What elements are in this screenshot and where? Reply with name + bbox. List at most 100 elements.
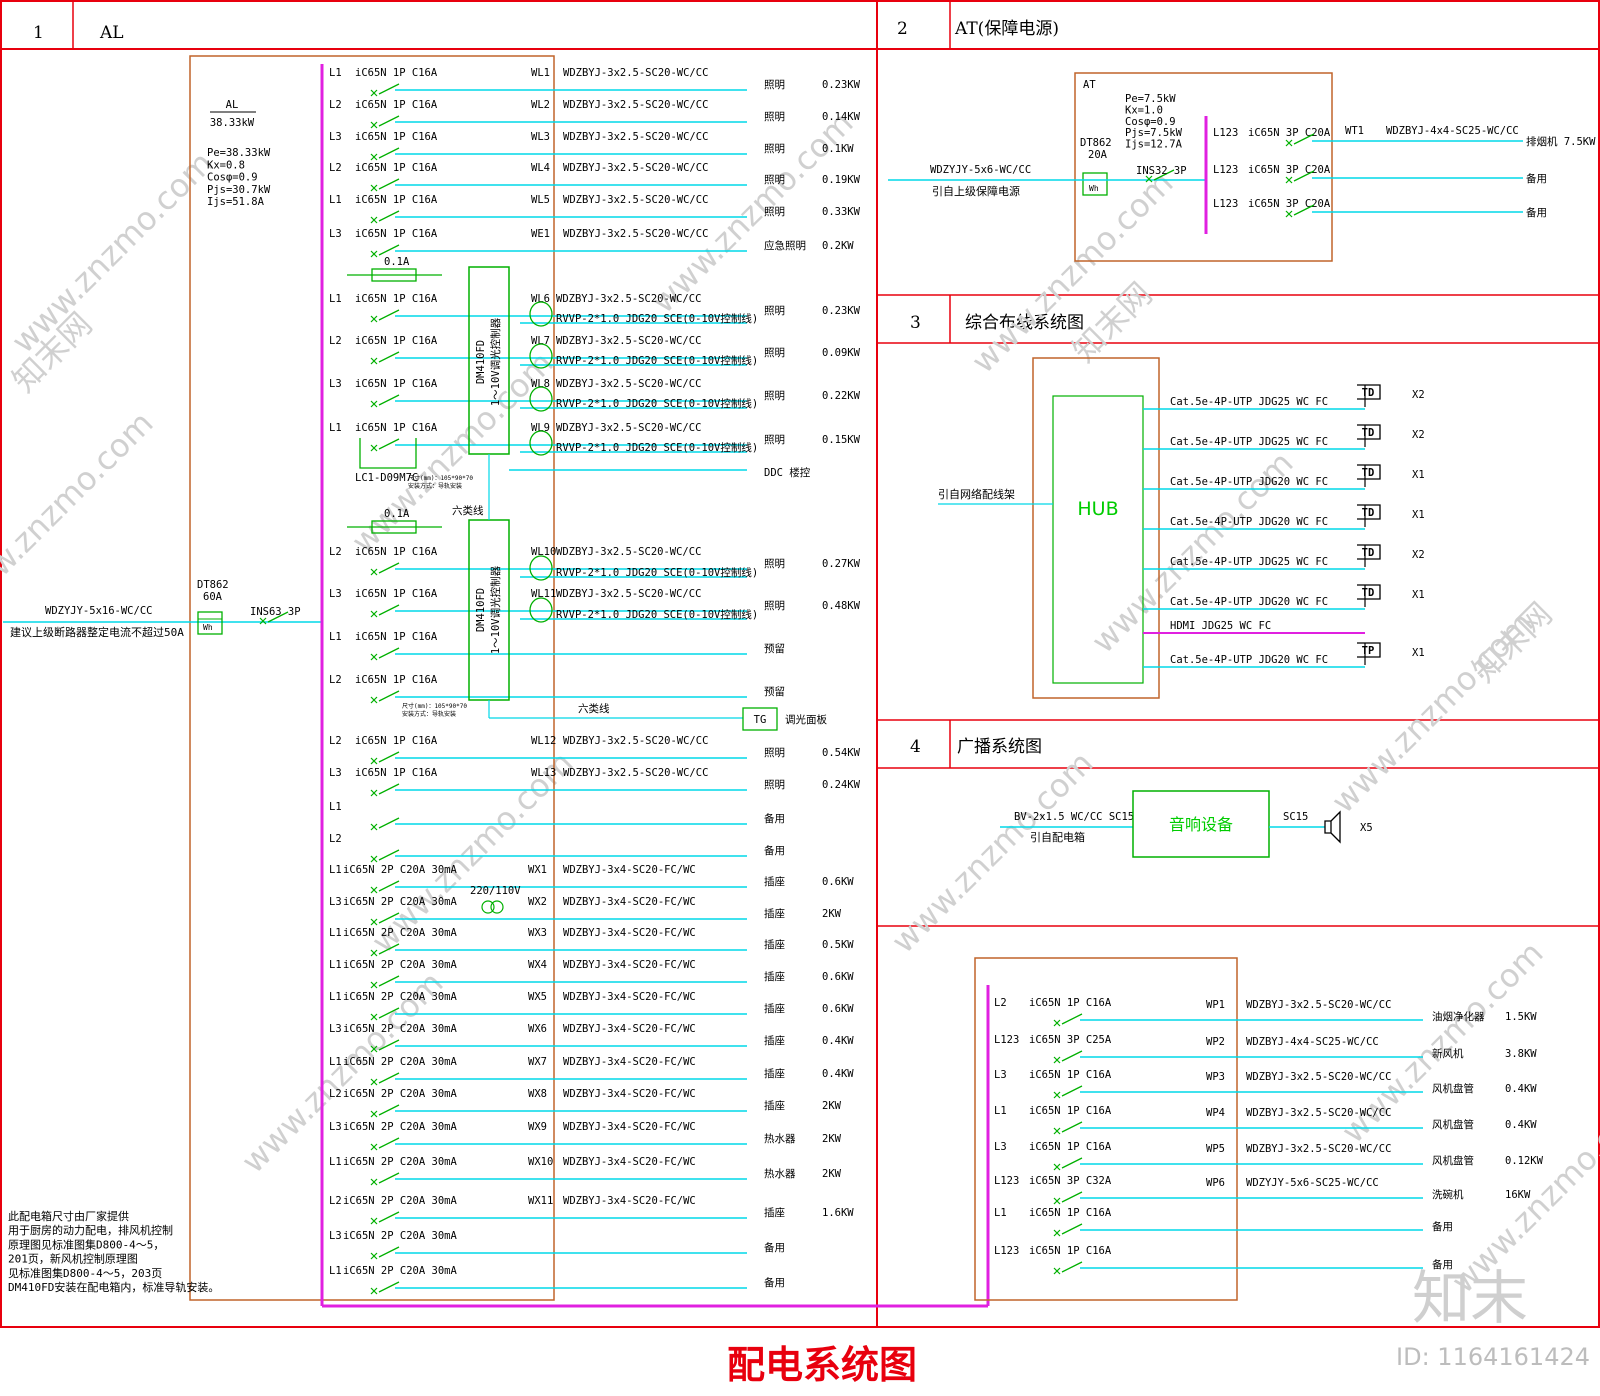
panel-name: 广播系统图 bbox=[957, 737, 1042, 757]
switch-blade bbox=[1061, 1050, 1083, 1062]
breaker-switch-icon bbox=[370, 1246, 400, 1260]
circuit-phase: L2 bbox=[329, 1195, 342, 1207]
circuit-phase: L123 bbox=[1213, 127, 1238, 139]
switch-cross bbox=[370, 1013, 378, 1021]
breaker-switch-icon bbox=[370, 147, 400, 161]
outlet-cable-label: Cat.5e-4P-UTP JDG20 WC FC bbox=[1170, 654, 1328, 666]
dimmer-install: 安装方式：导轨安装 bbox=[408, 482, 462, 490]
circuit-breaker: iC65N 2P C20A 30mA bbox=[343, 1265, 457, 1277]
breaker-switch-icon bbox=[1053, 1261, 1083, 1275]
network-source: 引自网络配线架 bbox=[938, 487, 1015, 501]
breaker-switch-icon bbox=[370, 975, 400, 989]
circuit-use: 插座 bbox=[764, 970, 785, 983]
switch-cross bbox=[1053, 1197, 1061, 1205]
outlet-type: TD bbox=[1362, 507, 1375, 519]
cat6-label: 六类线 bbox=[578, 702, 610, 715]
outlet-cable-label: Cat.5e-4P-UTP JDG25 WC FC bbox=[1170, 396, 1328, 408]
circuit-id: WP2 bbox=[1206, 1036, 1225, 1048]
circuit-use: 照明 bbox=[764, 600, 785, 612]
broadcast-source: 引自配电箱 bbox=[1030, 830, 1085, 844]
circuit-phase: L123 bbox=[994, 1245, 1019, 1257]
outlet-qty: X2 bbox=[1412, 389, 1425, 401]
circuit-use: 油烟净化器 bbox=[1432, 1010, 1485, 1023]
circuit-breaker: iC65N 2P C20A 30mA bbox=[343, 1121, 457, 1133]
speaker-icon bbox=[1324, 810, 1341, 844]
circuit-load: 2KW bbox=[822, 1168, 842, 1180]
circuit-id: WL3 bbox=[531, 131, 550, 143]
al-box-load: 38.33kW bbox=[210, 117, 255, 129]
al-meter-model: DT862 bbox=[197, 579, 229, 591]
circuit-breaker: iC65N 2P C20A 30mA bbox=[343, 1023, 457, 1035]
circuit-breaker: iC65N 3P C20A bbox=[1248, 198, 1331, 210]
circuit-cable: WDZBYJ-3x2.5-SC20-WC/CC bbox=[563, 67, 708, 79]
circuit-phase: L1 bbox=[329, 631, 342, 643]
circuit-phase: L2 bbox=[994, 997, 1007, 1009]
switch-blade bbox=[378, 1281, 400, 1293]
circuit-load: 0.4KW bbox=[1505, 1083, 1537, 1095]
circuit-breaker: iC65N 2P C20A 30mA bbox=[343, 1230, 457, 1242]
circuit-cable: WDZBYJ-3x4-SC20-FC/WC bbox=[563, 927, 696, 939]
circuit-cable: WDZBYJ-3x2.5-SC20-WC/CC bbox=[556, 588, 701, 600]
breaker-switch-icon bbox=[370, 943, 400, 957]
circuit-load: 0.23KW bbox=[822, 305, 861, 317]
al-note: DM410FD安装在配电箱内，标准导轨安装。 bbox=[8, 1280, 219, 1294]
switch-cross bbox=[1285, 210, 1293, 218]
outlet-qty: X2 bbox=[1412, 429, 1425, 441]
breaker-switch-icon bbox=[370, 880, 400, 894]
at-param: Kx=1.0 bbox=[1125, 104, 1163, 116]
circuit-phase: L1 bbox=[329, 67, 342, 79]
circuit-cable: WDZBYJ-3x2.5-SC20-WC/CC bbox=[1246, 1143, 1391, 1155]
breaker-switch-icon bbox=[370, 115, 400, 129]
circuit-breaker: iC65N 2P C20A 30mA bbox=[343, 1195, 457, 1207]
circuit-phase: L1 bbox=[329, 864, 342, 876]
breaker-switch-icon bbox=[370, 1137, 400, 1151]
outlet-icon bbox=[1357, 384, 1381, 400]
switch-blade bbox=[378, 690, 400, 702]
circuit-id: WL7 bbox=[531, 335, 550, 347]
breaker-switch-icon bbox=[1053, 1050, 1083, 1064]
circuit-use: 照明 bbox=[764, 143, 785, 155]
switch-cross bbox=[370, 184, 378, 192]
circuit-load: 0.4KW bbox=[822, 1068, 854, 1080]
switch-blade bbox=[378, 943, 400, 955]
tg-desc: 调光面板 bbox=[785, 713, 827, 726]
circuit-id: WL9 bbox=[531, 422, 550, 434]
circuit-cable: WDZBYJ-3x2.5-SC20-WC/CC bbox=[563, 99, 708, 111]
circuit-id: WP5 bbox=[1206, 1143, 1225, 1155]
circuit-phase: L2 bbox=[329, 99, 342, 111]
at-param: Cosφ=0.9 bbox=[1125, 116, 1176, 128]
circuit-cable: WDZBYJ-3x2.5-SC20-WC/CC bbox=[1246, 1071, 1391, 1083]
fuse-rating: 0.1A bbox=[384, 508, 410, 520]
circuit-use: 风机盘管 bbox=[1432, 1082, 1474, 1095]
al-box-name: AL bbox=[226, 99, 239, 111]
circuit-breaker: iC65N 1P C16A bbox=[355, 767, 438, 779]
breaker-switch-icon bbox=[1285, 204, 1315, 218]
circuit-breaker: iC65N 1P C16A bbox=[1029, 1207, 1112, 1219]
switch-blade bbox=[267, 611, 289, 623]
circuit-cable: WDZBYJ-3x2.5-SC20-WC/CC bbox=[556, 422, 701, 434]
kwh-meter-icon bbox=[197, 611, 223, 635]
switch-cross bbox=[370, 1045, 378, 1053]
breaker-switch-icon bbox=[370, 1072, 400, 1086]
switch-blade bbox=[1061, 1121, 1083, 1133]
audio-device-label: 音响设备 bbox=[1169, 815, 1233, 834]
audio-device-box bbox=[1132, 790, 1270, 858]
switch-cross bbox=[370, 1287, 378, 1295]
circuit-load: 0.6KW bbox=[822, 971, 854, 983]
breaker-switch-icon bbox=[370, 178, 400, 192]
contactor-label: LC1-D09M7C bbox=[355, 472, 418, 484]
switch-blade bbox=[378, 562, 400, 574]
outlet-qty: X1 bbox=[1412, 589, 1425, 601]
